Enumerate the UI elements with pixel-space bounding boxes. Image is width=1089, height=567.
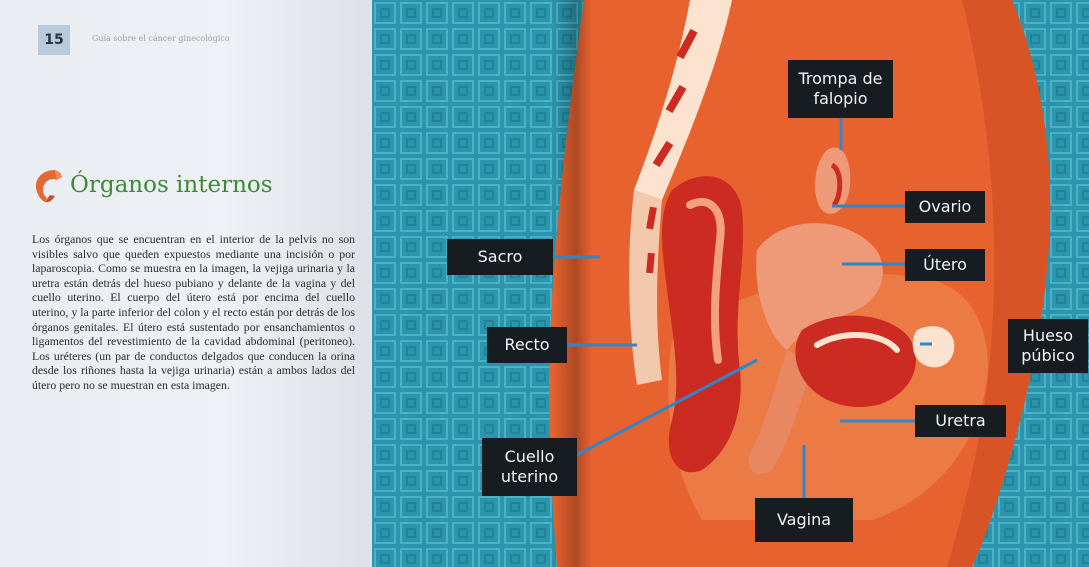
- label-vagina: Vagina: [755, 498, 853, 542]
- running-head: Guía sobre el cáncer ginecológico: [92, 34, 230, 43]
- label-utero: Útero: [905, 249, 985, 281]
- label-cuello-uterino: Cuello uterino: [482, 438, 577, 496]
- label-recto: Recto: [487, 327, 567, 363]
- label-sacro: Sacro: [447, 239, 553, 275]
- sacrum-bone: [629, 190, 662, 385]
- rectum: [662, 176, 743, 472]
- page-number: 15: [38, 25, 70, 55]
- pelvis-diagram: [372, 0, 1089, 567]
- anatomy-illustration: Trompa de falopio Ovario Sacro Útero Rec…: [372, 0, 1089, 567]
- pelvis-icon: [33, 168, 65, 204]
- section-title: Órganos internos: [70, 172, 273, 198]
- body-paragraph: Los órganos que se encuentran en el inte…: [32, 232, 355, 393]
- left-page: 15 Guía sobre el cáncer ginecológico Órg…: [0, 0, 372, 567]
- label-trompa: Trompa de falopio: [788, 60, 893, 118]
- label-ovario: Ovario: [905, 191, 985, 223]
- label-hueso-pubico: Hueso púbico: [1008, 319, 1088, 373]
- label-uretra: Uretra: [915, 405, 1006, 437]
